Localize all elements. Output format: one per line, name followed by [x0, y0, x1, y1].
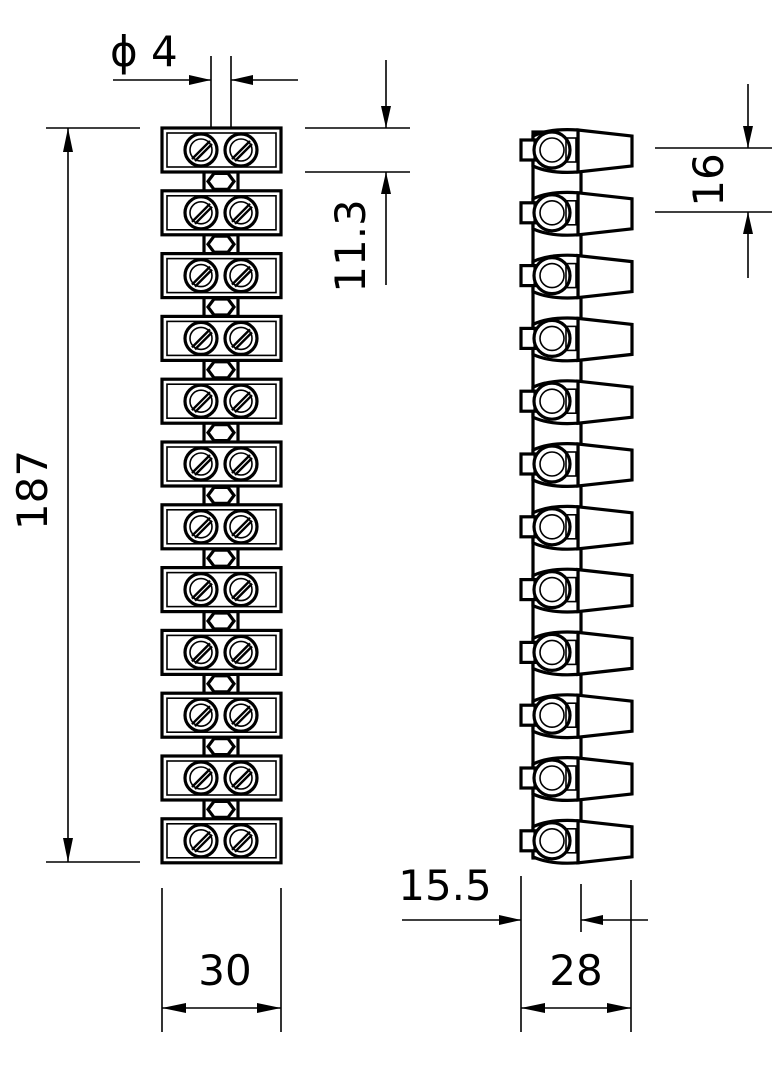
side-spine	[531, 130, 583, 860]
dim-label-width: 30	[198, 946, 251, 995]
terminal-module-side	[519, 190, 634, 237]
dimensions	[46, 56, 772, 1032]
connector-link	[206, 171, 236, 191]
front-view	[160, 126, 283, 865]
terminal-module-side	[519, 630, 634, 677]
connector-link	[206, 297, 236, 317]
terminal-module-front	[160, 314, 283, 362]
terminal-module-side	[519, 818, 634, 865]
terminal-module-side	[519, 379, 634, 426]
terminal-module-side	[519, 316, 634, 363]
terminal-module-front	[160, 440, 283, 488]
connector-link	[206, 234, 236, 254]
terminal-module-side	[519, 442, 634, 488]
connector-link	[206, 548, 236, 568]
connector-link	[206, 674, 236, 694]
connector-link	[206, 360, 236, 380]
terminal-module-side	[519, 253, 634, 300]
terminal-module-front	[160, 377, 283, 425]
side-view	[519, 128, 634, 865]
terminal-module-front	[160, 189, 283, 237]
terminal-module-side	[519, 128, 634, 174]
dim-label-side-offset: 15.5	[398, 861, 492, 910]
connector-link	[206, 611, 236, 631]
terminal-module-side	[519, 693, 634, 740]
terminal-module-front	[160, 503, 283, 551]
terminal-module-front	[160, 628, 283, 677]
connector-link	[206, 423, 236, 443]
terminal-module-side	[519, 567, 634, 614]
terminal-module-front	[160, 754, 283, 802]
terminal-module-front	[160, 565, 283, 614]
terminal-module-side	[519, 504, 634, 551]
terminal-module-front	[160, 126, 283, 174]
dim-label-hole-diameter: ϕ 4	[110, 27, 178, 76]
terminal-module-front	[160, 817, 283, 865]
dim-label-side-depth: 28	[549, 946, 602, 995]
terminal-module-front	[160, 691, 283, 739]
dim-label-total-length: 187	[8, 450, 57, 530]
dim-label-pitch: 11.3	[326, 199, 375, 293]
terminal-module-front	[160, 252, 283, 300]
dim-label-side-height: 16	[684, 153, 733, 206]
connector-link	[206, 736, 236, 757]
connector-link	[206, 485, 236, 505]
connector-link	[206, 799, 236, 820]
terminal-module-side	[519, 756, 634, 802]
